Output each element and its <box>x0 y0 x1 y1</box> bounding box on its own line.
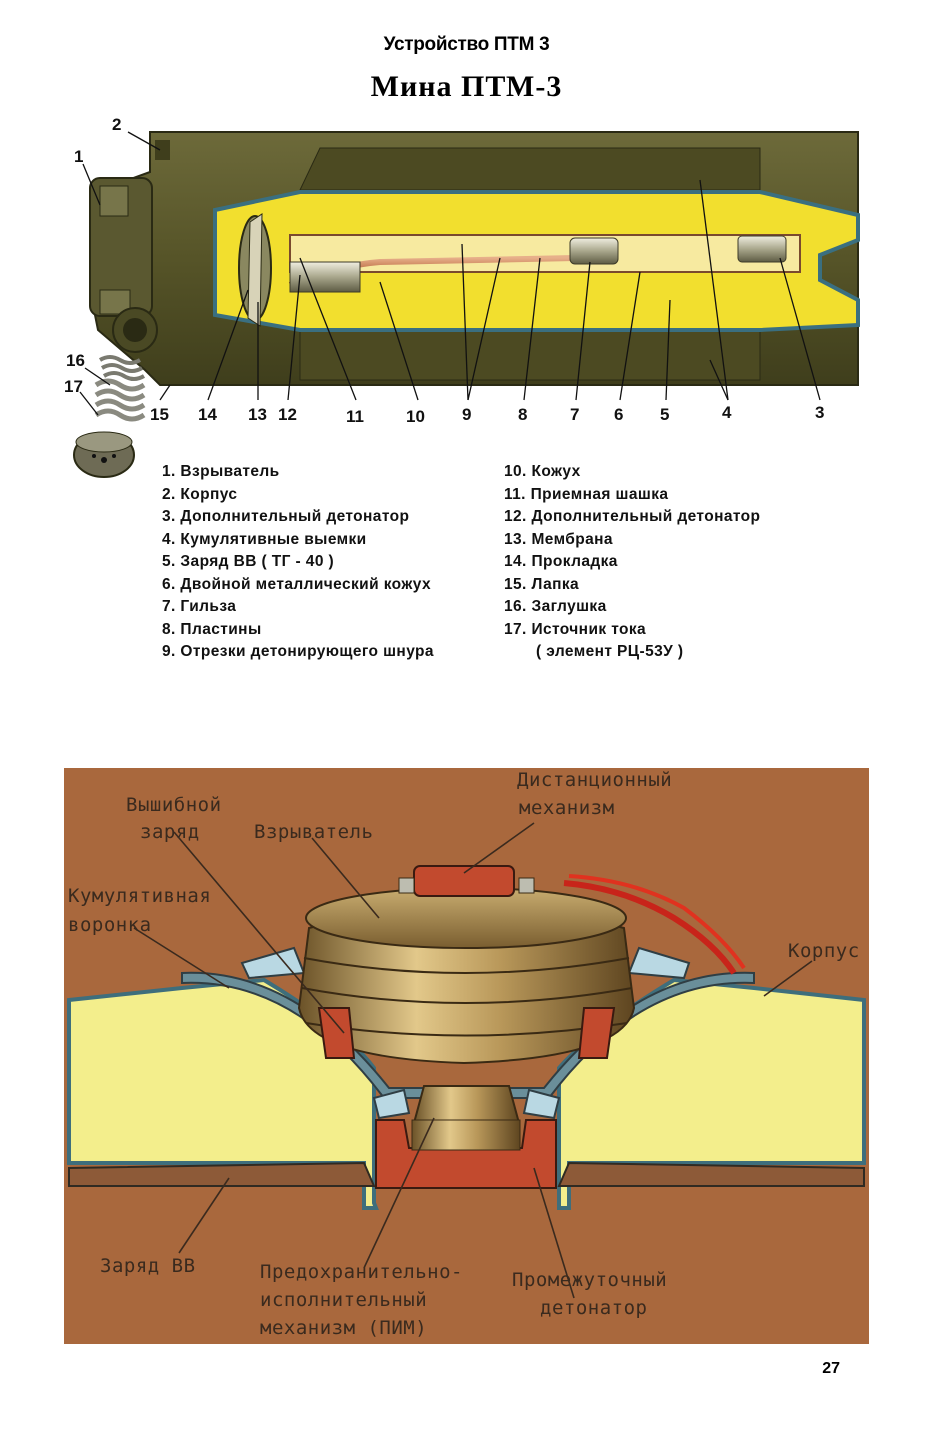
label-explosive-charge: Заряд ВВ <box>100 1255 196 1277</box>
callout-2: 2 <box>112 115 121 134</box>
legend-item: 9. Отрезки детонирующего шнура <box>162 643 434 660</box>
callout-12: 12 <box>278 405 297 424</box>
legend-right: 10. Кожух 11. Приемная шашка 12. Дополни… <box>504 461 760 664</box>
callout-11: 11 <box>346 407 364 426</box>
legend-item: 15. Лапка <box>504 575 580 593</box>
legend-item: 6. Двойной металлический кожух <box>162 575 431 593</box>
callout-6: 6 <box>614 405 623 424</box>
label-body: Корпус <box>788 940 860 962</box>
legend-item: 8. Пластины <box>162 620 262 638</box>
legend-item: 17. Источник тока <box>504 620 647 638</box>
legend-item: 16. Заглушка <box>504 598 607 615</box>
callout-8: 8 <box>518 405 527 424</box>
callout-7: 7 <box>570 405 579 424</box>
legend-item: 1. Взрыватель <box>162 463 280 480</box>
callout-15: 15 <box>150 405 169 424</box>
legend-item: 10. Кожух <box>504 463 581 480</box>
legend-item: 11. Приемная шашка <box>504 485 669 503</box>
callout-4: 4 <box>722 403 732 422</box>
legend-item: 3. Дополнительный детонатор <box>162 508 410 525</box>
callout-14: 14 <box>198 405 217 424</box>
label-pim-1: Предохранительно- <box>260 1261 463 1283</box>
figure-1-title: Мина ПТМ-3 <box>370 70 563 103</box>
page-number: 27 <box>822 1360 840 1377</box>
callout-10: 10 <box>406 407 425 426</box>
legend-item: 13. Мембрана <box>504 530 613 548</box>
label-intermediate-detonator-2: детонатор <box>540 1297 647 1319</box>
cumulative-recess-bottom <box>299 329 761 381</box>
callout-1: 1 <box>74 147 83 166</box>
legend-item: 4. Кумулятивные выемки <box>162 530 367 548</box>
label-fuse: Взрыватель <box>254 821 373 843</box>
legend-item: 7. Гильза <box>162 598 237 615</box>
page-header: Устройство ПТМ 3 <box>383 34 550 55</box>
sleeve <box>569 237 619 265</box>
legend-item: 12. Дополнительный детонатор <box>504 508 761 525</box>
callout-17: 17 <box>64 377 83 396</box>
callout-13: 13 <box>248 405 267 424</box>
power-source <box>73 355 146 478</box>
label-cumulative-funnel-1: Кумулятивная <box>68 885 211 907</box>
receiving-charge <box>289 261 361 293</box>
callout-16: 16 <box>66 351 85 370</box>
legend-item: 14. Прокладка <box>504 553 618 570</box>
remote-mechanism <box>413 865 515 897</box>
label-remote-mechanism-2: механизм <box>519 797 615 819</box>
legend-item: 2. Корпус <box>162 485 238 503</box>
label-ejection-charge-1: Вышибной <box>126 794 222 816</box>
ptm3-cutaway-diagram: 1 2 3 4 5 6 7 8 9 10 11 12 13 14 15 16 1… <box>64 115 860 478</box>
legend-item: ( элемент РЦ-53У ) <box>536 643 684 660</box>
label-intermediate-detonator-1: Промежуточный <box>512 1269 667 1291</box>
callout-9: 9 <box>462 405 471 424</box>
callout-5: 5 <box>660 405 669 424</box>
ptm3-cross-section-diagram: Дистанционный механизм Вышибной заряд Вз… <box>67 769 866 1339</box>
intermediate-detonator <box>375 1119 557 1189</box>
additional-detonator <box>737 235 787 263</box>
legend-item: 5. Заряд ВВ ( ТГ - 40 ) <box>162 553 335 570</box>
callout-3: 3 <box>815 403 824 422</box>
label-cumulative-funnel-2: воронка <box>68 914 152 936</box>
cumulative-recess-top <box>299 147 761 191</box>
label-pim-3: механизм (ПИМ) <box>260 1317 427 1339</box>
legend-left: 1. Взрыватель 2. Корпус 3. Дополнительны… <box>162 461 434 664</box>
pim-housing <box>412 1085 521 1124</box>
label-remote-mechanism-1: Дистанционный <box>517 769 672 791</box>
label-ejection-charge-2: заряд <box>140 821 200 843</box>
ejection-charge <box>317 1007 356 1059</box>
label-pim-2: исполнительный <box>260 1289 427 1311</box>
